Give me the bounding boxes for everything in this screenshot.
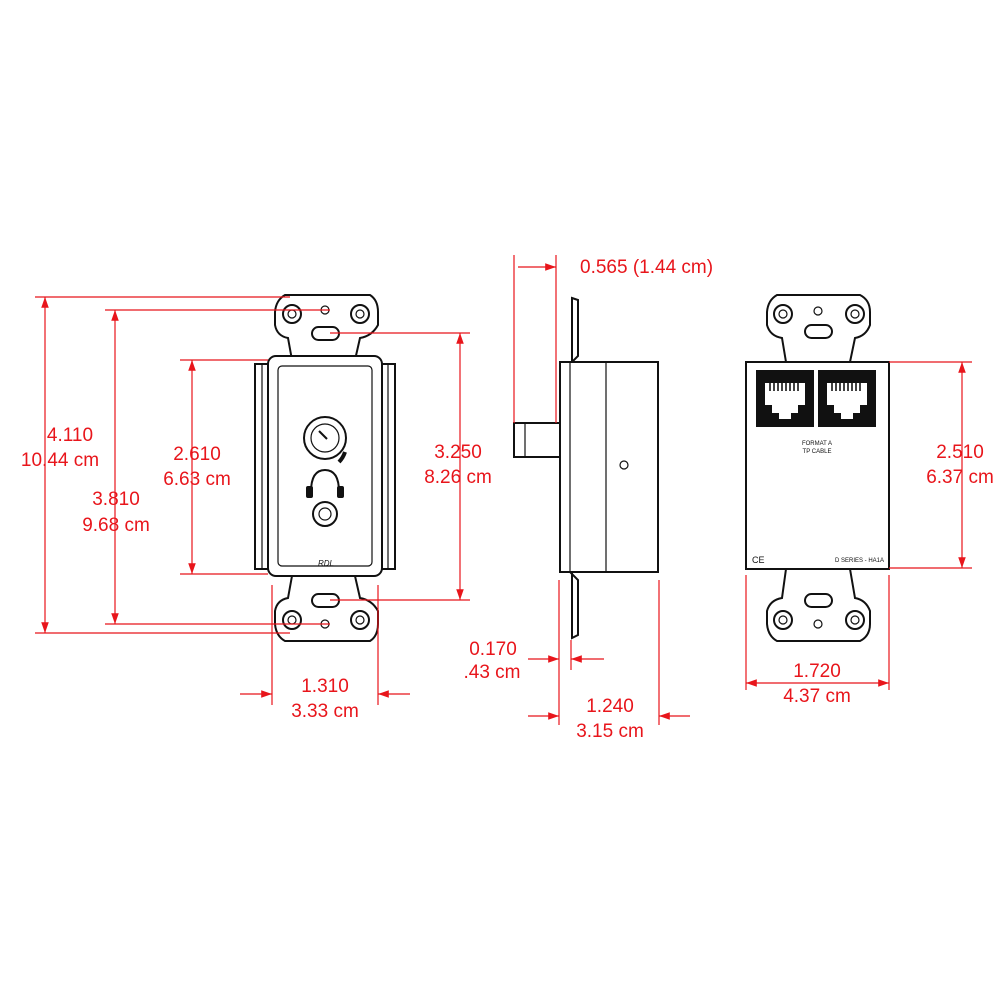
dim-4110-in: 4.110	[47, 425, 93, 446]
dim-1240-cm: 3.15 cm	[576, 721, 644, 742]
ce-mark: CE	[752, 555, 765, 565]
dim-3810-in: 3.810	[92, 489, 140, 510]
dim-1720-in: 1.720	[793, 661, 841, 682]
back-format-label: FORMAT A	[802, 441, 832, 447]
dim-0170-cm: .43 cm	[463, 662, 520, 683]
dim-2610-in: 2.610	[173, 444, 221, 465]
front-logo: RDL	[318, 559, 334, 568]
dim-3250-in: 3.250	[434, 442, 482, 463]
dim-2610-cm: 6.63 cm	[163, 469, 231, 490]
dim-3810-cm: 9.68 cm	[82, 515, 150, 536]
dim-0170-in: 0.170	[469, 639, 517, 660]
dim-3250-cm: 8.26 cm	[424, 467, 492, 488]
dim-0565: 0.565 (1.44 cm)	[580, 257, 713, 278]
front-dimensions	[35, 296, 470, 705]
dim-1310-cm: 3.33 cm	[291, 701, 359, 722]
dim-2510-cm: 6.37 cm	[926, 467, 994, 488]
back-cable-label: TP CABLE	[803, 449, 832, 455]
rj45-port-2	[818, 370, 876, 427]
dim-1240-in: 1.240	[586, 696, 634, 717]
front-view: RDL	[254, 294, 396, 642]
back-model-label: D SERIES - HA1A	[835, 558, 884, 564]
rj45-port-1	[756, 370, 814, 427]
dim-1720-cm: 4.37 cm	[783, 686, 851, 707]
side-dimensions	[513, 255, 690, 725]
dim-1310-in: 1.310	[301, 676, 349, 697]
back-view: FORMAT A TP CABLE CE D SERIES - HA1A	[745, 294, 890, 642]
side-view	[513, 296, 659, 640]
back-dimensions	[745, 361, 972, 690]
dim-4110-cm: 10.44 cm	[21, 450, 99, 471]
dim-2510-in: 2.510	[936, 442, 984, 463]
